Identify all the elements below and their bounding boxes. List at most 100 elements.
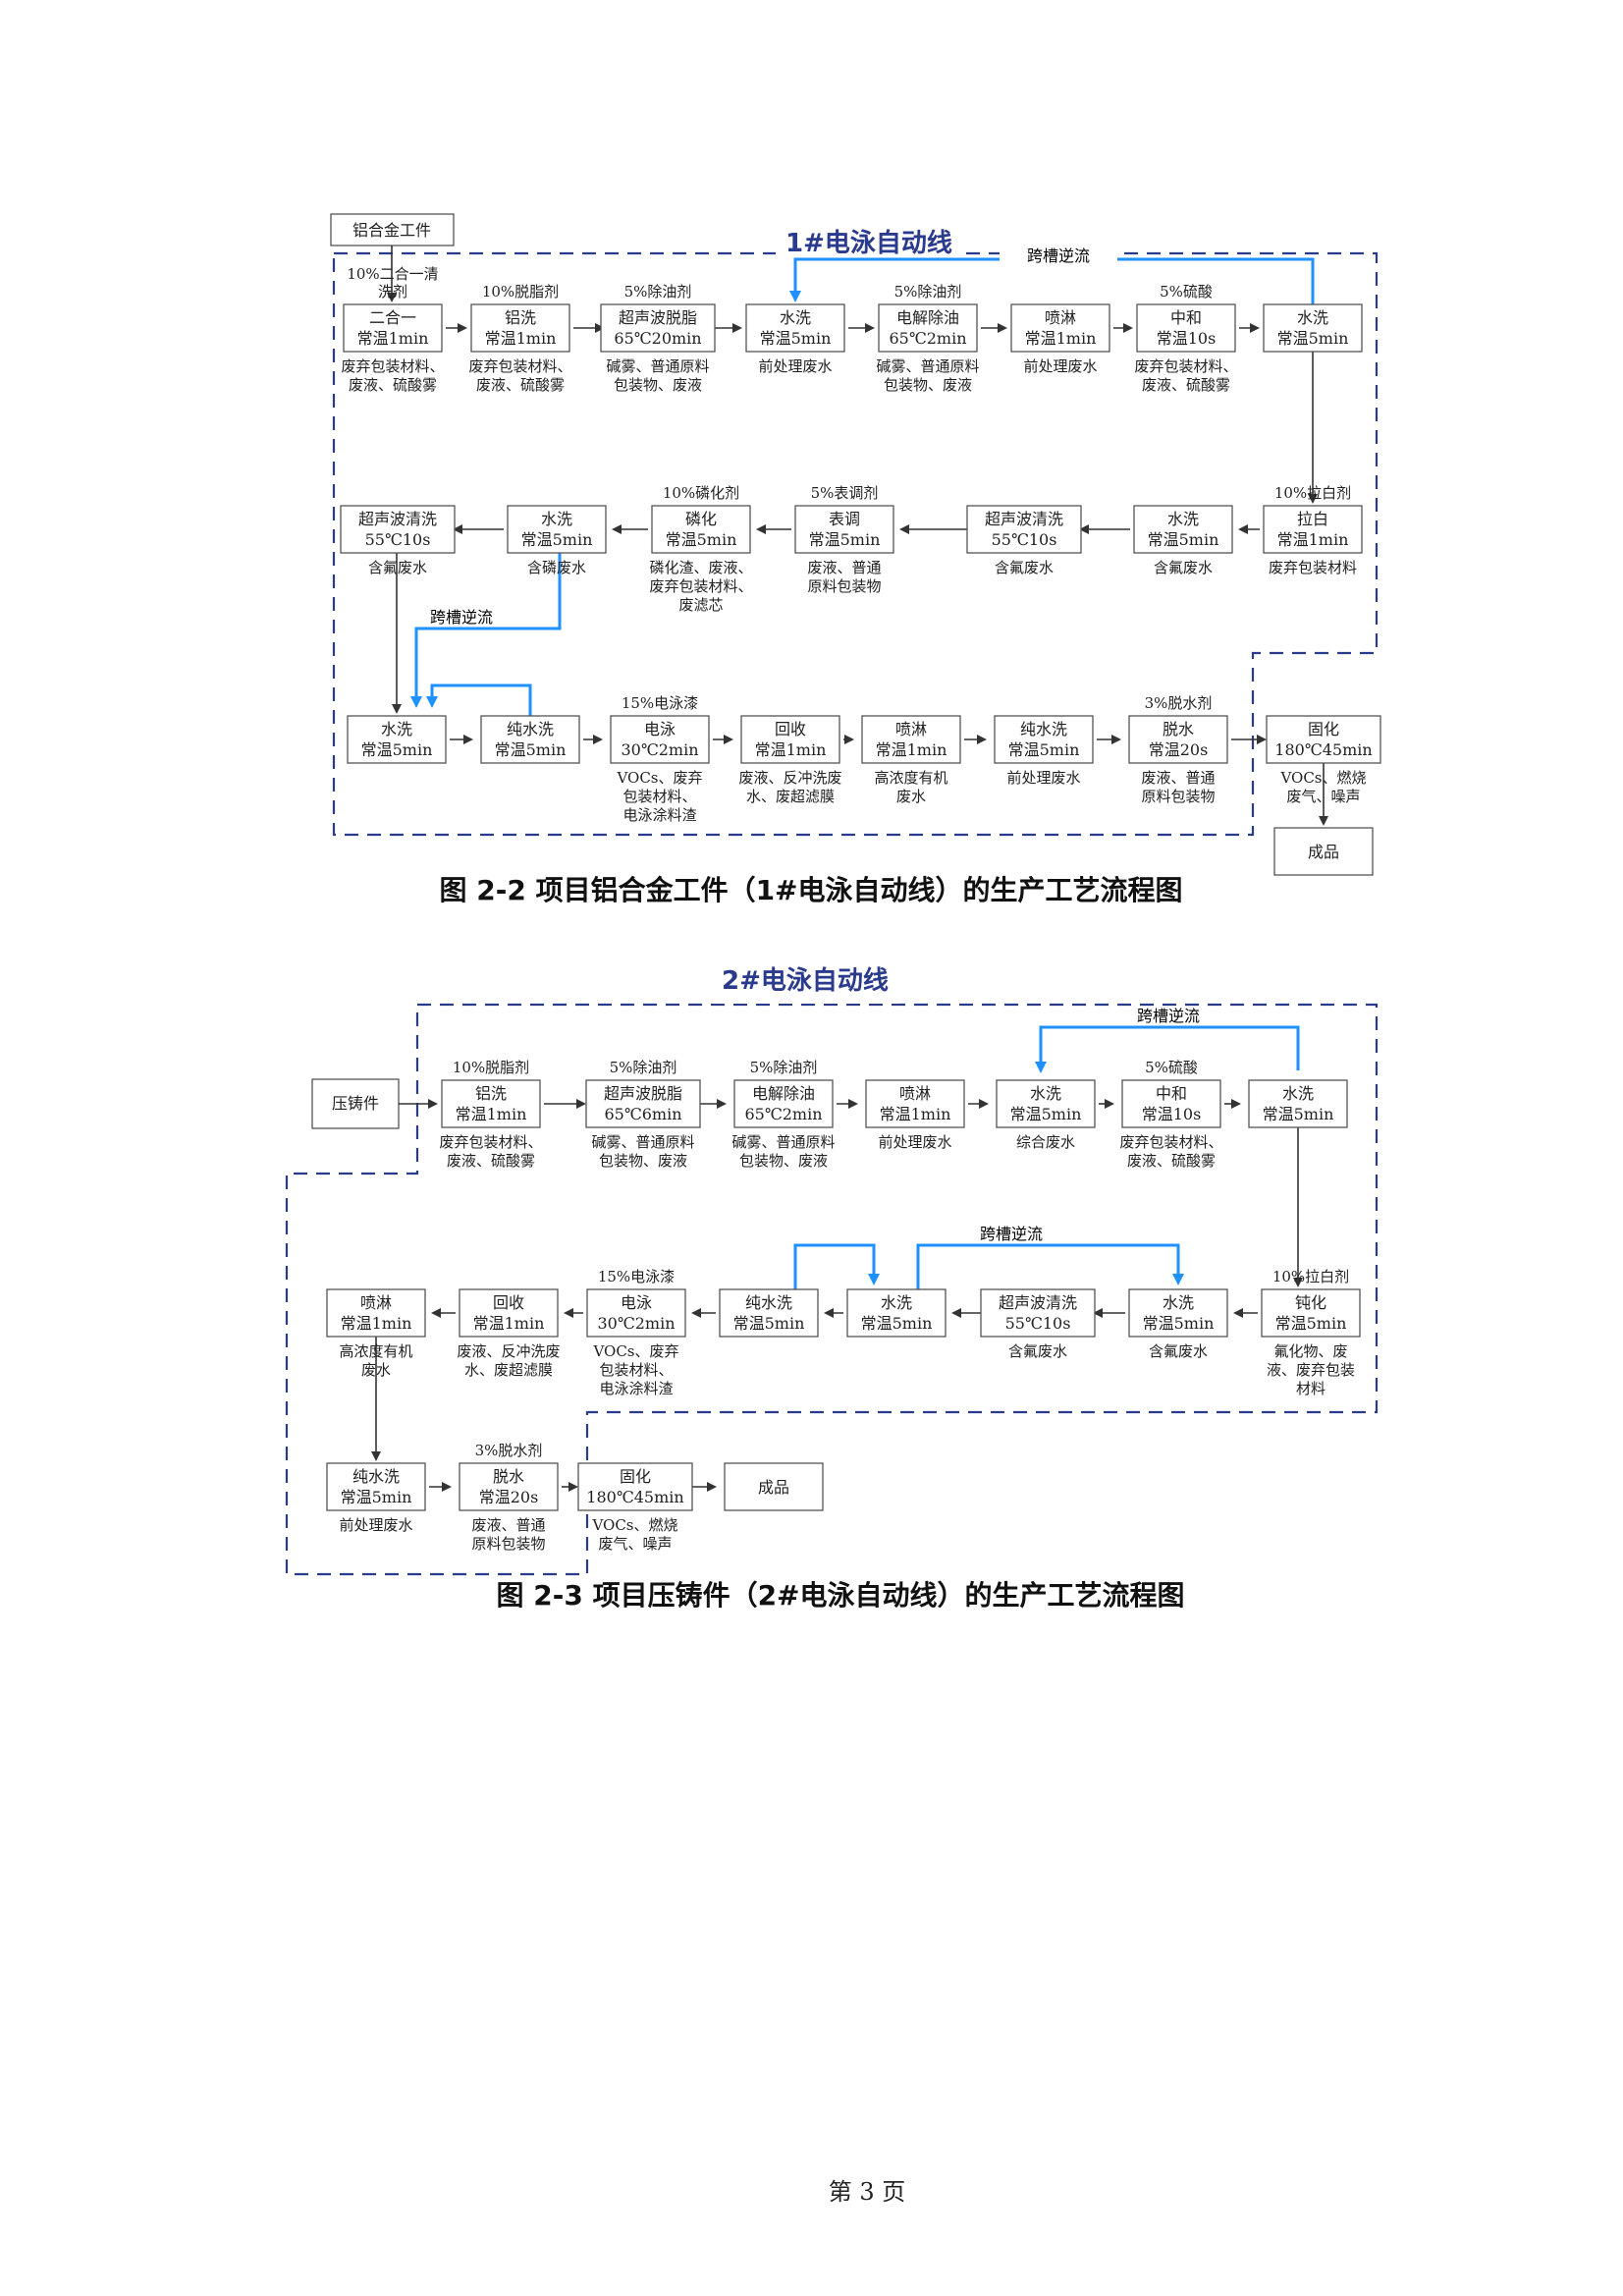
svg-text:常温1min: 常温1min xyxy=(473,1314,545,1333)
svg-text:拉白: 拉白 xyxy=(1297,510,1328,528)
waste-output-label: 前处理废水 xyxy=(339,1516,412,1534)
svg-text:常温5min: 常温5min xyxy=(1143,1314,1215,1333)
svg-text:材料: 材料 xyxy=(1296,1380,1325,1397)
svg-text:超声波清洗: 超声波清洗 xyxy=(358,510,437,528)
svg-text:成品: 成品 xyxy=(758,1478,789,1497)
svg-text:中和: 中和 xyxy=(1170,308,1202,327)
svg-text:喷淋: 喷淋 xyxy=(1045,308,1076,327)
reagent-label: 3%脱水剂 xyxy=(475,1442,543,1459)
svg-text:水洗: 水洗 xyxy=(1167,510,1199,528)
svg-text:电泳: 电泳 xyxy=(644,720,676,738)
svg-text:常温1min: 常温1min xyxy=(755,740,827,759)
process-step-box: 电泳 30℃2min xyxy=(610,715,710,764)
svg-text:跨槽逆流: 跨槽逆流 xyxy=(430,608,493,627)
svg-text:铝洗: 铝洗 xyxy=(475,1084,507,1103)
countercurrent-loop: 跨槽逆流 xyxy=(410,540,562,723)
svg-text:喷淋: 喷淋 xyxy=(895,720,927,738)
svg-text:电解除油: 电解除油 xyxy=(752,1084,815,1103)
svg-text:10%脱脂剂: 10%脱脂剂 xyxy=(482,283,559,301)
svg-text:废液、硫酸雾: 废液、硫酸雾 xyxy=(349,376,437,394)
waste-output-label: 废弃包装材料、废液、硫酸雾 xyxy=(468,357,571,394)
svg-text:纯水洗: 纯水洗 xyxy=(1020,720,1067,738)
waste-output-label: 废弃包装材料、废液、硫酸雾 xyxy=(1119,1133,1222,1170)
svg-text:10%磷化剂: 10%磷化剂 xyxy=(663,484,739,502)
reagent-label: 10%脱脂剂 xyxy=(453,1059,529,1076)
svg-text:常温5min: 常温5min xyxy=(1277,329,1349,348)
svg-text:水洗: 水洗 xyxy=(381,720,412,738)
svg-text:15%电泳漆: 15%电泳漆 xyxy=(622,694,698,712)
svg-text:常温10s: 常温10s xyxy=(1157,329,1217,348)
svg-text:65℃2min: 65℃2min xyxy=(889,329,966,348)
reagent-label: 10%拉白剂 xyxy=(1272,1268,1349,1285)
reagent-label: 5%除油剂 xyxy=(750,1059,818,1076)
svg-text:10%拉白剂: 10%拉白剂 xyxy=(1272,1268,1349,1285)
svg-text:脱水: 脱水 xyxy=(1163,720,1194,738)
waste-output-label: 含磷废水 xyxy=(527,559,586,576)
svg-text:含磷废水: 含磷废水 xyxy=(527,559,586,576)
reagent-label: 10%脱脂剂 xyxy=(482,283,559,301)
diagram-1: 1#电泳自动线 铝合金工件 跨槽逆流 跨槽逆流 二合一常温1min10%二合一清… xyxy=(330,213,1381,876)
svg-text:常温5min: 常温5min xyxy=(666,530,737,549)
svg-text:碱雾、普通原料: 碱雾、普通原料 xyxy=(876,357,979,375)
svg-text:65℃20min: 65℃20min xyxy=(614,329,701,348)
svg-text:废弃包装材料、: 废弃包装材料、 xyxy=(468,357,571,375)
diagram-2: 2#电泳自动线 压铸件 跨槽逆流 跨槽逆流 铝洗常温1min10%脱脂剂废弃包装… xyxy=(285,964,1379,1576)
svg-text:铝洗: 铝洗 xyxy=(505,308,536,327)
svg-text:常温5min: 常温5min xyxy=(760,329,832,348)
countercurrent-loop: 跨槽逆流 xyxy=(793,1225,1184,1292)
svg-text:废滤芯: 废滤芯 xyxy=(678,596,723,614)
waste-output-label: 含氟废水 xyxy=(1008,1342,1067,1360)
input-box: 铝合金工件 xyxy=(330,213,455,246)
svg-text:常温1min: 常温1min xyxy=(880,1105,951,1123)
svg-text:包装材料、: 包装材料、 xyxy=(599,1361,673,1379)
reagent-label: 3%脱水剂 xyxy=(1145,694,1213,712)
process-step-box: 成品 xyxy=(724,1462,824,1511)
svg-text:脱水: 脱水 xyxy=(493,1467,524,1486)
svg-text:3%脱水剂: 3%脱水剂 xyxy=(475,1442,543,1459)
svg-text:废气、噪声: 废气、噪声 xyxy=(598,1535,672,1553)
svg-text:超声波脱脂: 超声波脱脂 xyxy=(604,1084,682,1103)
svg-text:高浓度有机: 高浓度有机 xyxy=(874,769,947,787)
waste-output-label: 前处理废水 xyxy=(1006,769,1080,787)
svg-text:常温5min: 常温5min xyxy=(1263,1105,1334,1123)
svg-text:前处理废水: 前处理废水 xyxy=(1023,357,1097,375)
svg-text:洗剂: 洗剂 xyxy=(378,283,407,301)
svg-text:常温1min: 常温1min xyxy=(341,1314,412,1333)
svg-text:VOCs、燃烧: VOCs、燃烧 xyxy=(1279,769,1366,787)
svg-text:喷淋: 喷淋 xyxy=(360,1293,392,1312)
diagram-title: 2#电泳自动线 xyxy=(722,965,889,996)
svg-text:电泳涂料渣: 电泳涂料渣 xyxy=(622,806,696,824)
svg-text:成品: 成品 xyxy=(1308,843,1339,861)
svg-text:30℃2min: 30℃2min xyxy=(621,740,698,759)
svg-text:常温5min: 常温5min xyxy=(1148,530,1219,549)
waste-output-label: VOCs、废弃包装材料、电泳涂料渣 xyxy=(592,1342,678,1397)
waste-output-label: 磷化渣、废液、废弃包装材料、废滤芯 xyxy=(649,559,752,614)
svg-text:原料包装物: 原料包装物 xyxy=(1141,788,1215,805)
svg-text:常温5min: 常温5min xyxy=(495,740,567,759)
svg-text:10%脱脂剂: 10%脱脂剂 xyxy=(453,1059,529,1076)
svg-text:包装物、废液: 包装物、废液 xyxy=(739,1152,828,1170)
reagent-label: 5%除油剂 xyxy=(624,283,692,301)
